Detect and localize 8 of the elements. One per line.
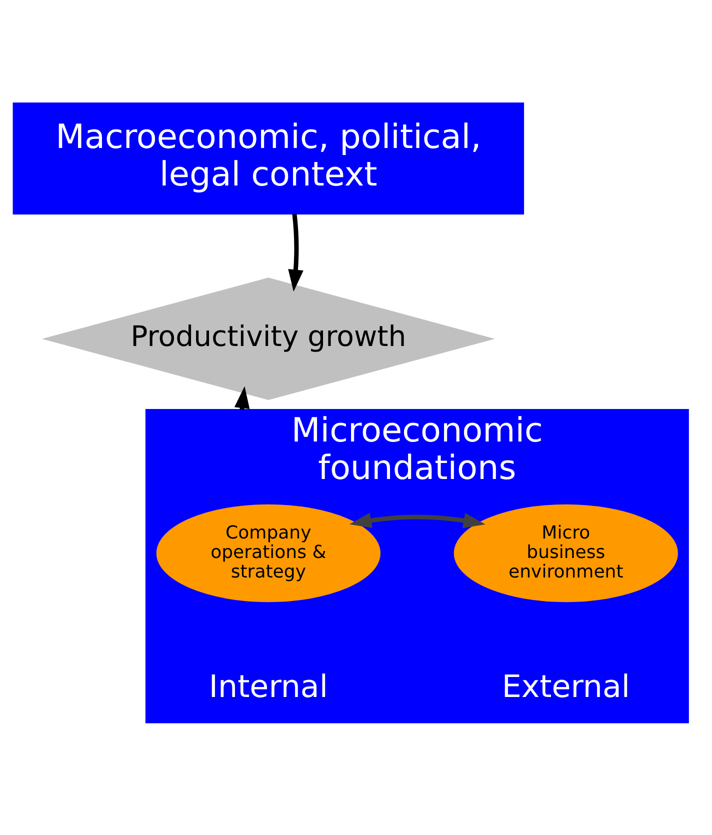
node-diamond: Productivity growth [42,277,495,400]
node-label: Internal [208,668,328,705]
node-ellipse: Company operations & strategy [156,504,380,602]
node-ellipse: Micro business environment [454,504,678,602]
arrow [349,512,486,528]
node-box: Macroeconomic, political, legal context [12,102,524,214]
arrow [288,213,304,292]
node-label: External [502,668,630,705]
